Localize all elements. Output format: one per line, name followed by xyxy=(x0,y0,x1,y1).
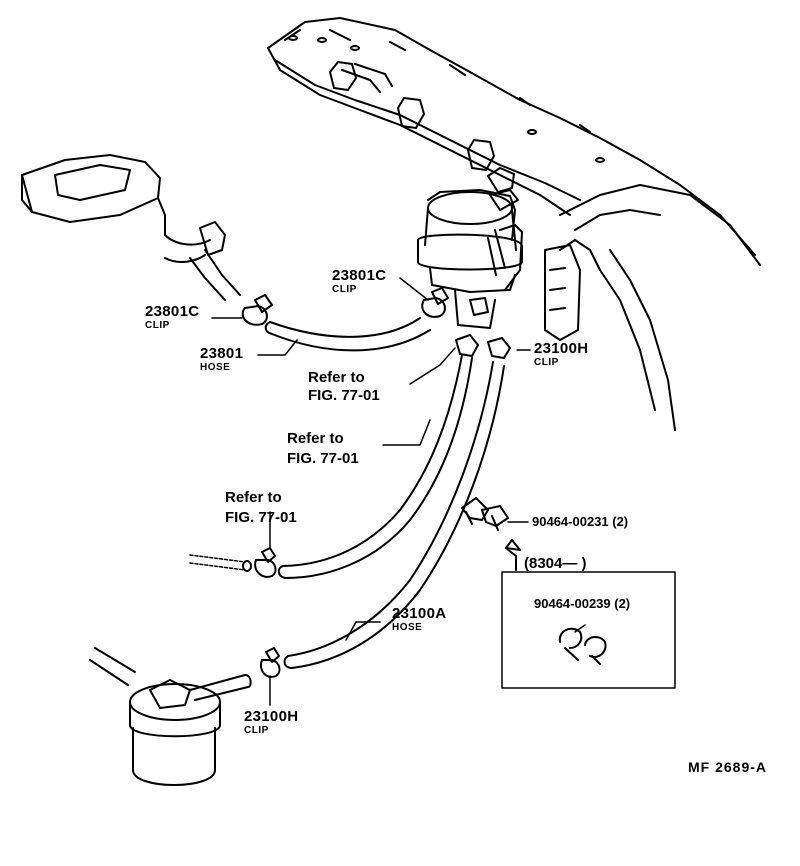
clip-23801c-left xyxy=(241,294,273,326)
clip-return-line xyxy=(254,547,277,578)
fuel-filter xyxy=(89,647,252,786)
refer-to-label-1: Refer to xyxy=(308,369,365,386)
hose-23100a xyxy=(283,361,505,669)
clip-23100h-top-desc: CLIP xyxy=(534,357,559,368)
clip-23801c-top-desc: CLIP xyxy=(332,284,357,295)
hose-23801-number: 23801 xyxy=(200,345,244,362)
return-line-stub xyxy=(189,554,252,572)
leader-lines xyxy=(211,277,586,706)
air-cleaner xyxy=(21,154,241,301)
refer-to-label-2: Refer to xyxy=(287,430,344,447)
clip-23801c-left-number: 23801C xyxy=(145,303,200,320)
clip-23801c-left-desc: CLIP xyxy=(145,320,170,331)
clip-23100h-bottom-number: 23100H xyxy=(244,708,299,725)
clip-23100h-top-number: 23100H xyxy=(534,340,589,357)
figure-reference-2: FIG. 77-01 xyxy=(287,450,359,467)
clip-23100h-bottom-desc: CLIP xyxy=(244,725,269,736)
figure-reference-1: FIG. 77-01 xyxy=(308,387,380,404)
clip-90464-00231 xyxy=(461,497,509,531)
inset-box xyxy=(501,539,676,689)
part-number-upper: 90464-00231 (2) xyxy=(532,514,629,529)
figure-reference-3: FIG. 77-01 xyxy=(225,509,297,526)
refer-to-label-3: Refer to xyxy=(225,489,282,506)
hose-return xyxy=(277,354,473,579)
clip-23801c-top xyxy=(421,287,449,318)
fuel-pump xyxy=(417,189,523,329)
hose-23100a-desc: HOSE xyxy=(392,622,423,633)
hose-23100a-number: 23100A xyxy=(392,605,447,622)
clip-23801c-top-number: 23801C xyxy=(332,267,387,284)
part-number-lower: 90464-00239 (2) xyxy=(534,596,631,611)
clip-90464-00239 xyxy=(558,627,607,665)
hose-23801 xyxy=(264,317,431,352)
clip-23100h-bottom xyxy=(260,647,281,678)
date-range: (8304— ) xyxy=(524,555,587,572)
clip-23100h-top xyxy=(455,334,511,359)
figure-code: MF 2689-A xyxy=(688,759,768,775)
hose-23801-desc: HOSE xyxy=(200,362,231,373)
engine-block xyxy=(267,17,761,431)
